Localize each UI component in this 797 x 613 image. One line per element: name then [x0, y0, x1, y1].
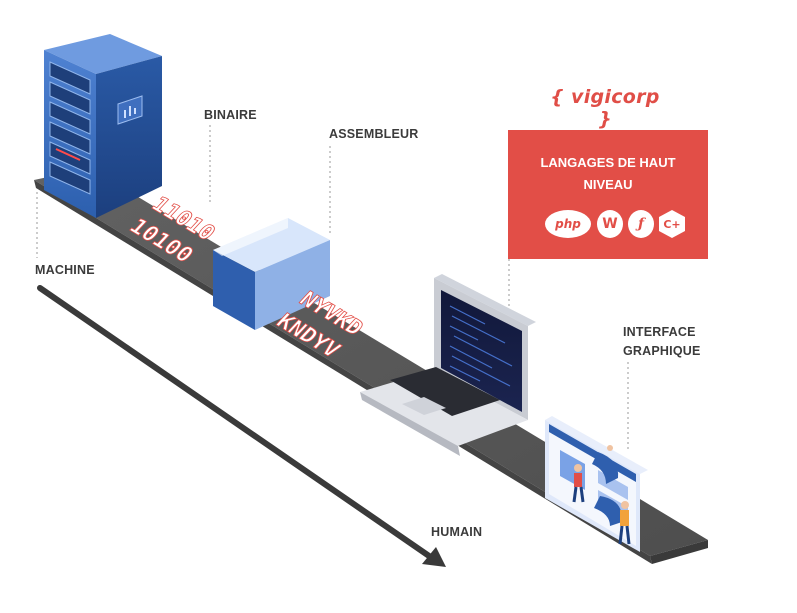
high-level-title-line-1: LANGAGES DE HAUT: [540, 155, 676, 170]
label-binaire: BINAIRE: [204, 108, 257, 122]
wordpress-logo-icon: W: [597, 210, 623, 238]
label-interface-line-2: GRAPHIQUE: [623, 344, 701, 358]
server-rack-icon: [44, 34, 162, 218]
assembler-box-icon: [213, 218, 330, 330]
laptop-icon: [360, 274, 536, 456]
conveyor-belt: [34, 168, 708, 564]
cpp-logo-icon: C+: [659, 210, 685, 238]
leader-lines: [36, 125, 629, 452]
label-machine: MACHINE: [35, 263, 95, 277]
label-assembleur: ASSEMBLEUR: [329, 127, 419, 141]
label-interface-graphique: INTERFACE GRAPHIQUE: [623, 323, 701, 361]
graphical-interface-icon: [545, 416, 648, 552]
label-interface-line-1: INTERFACE: [623, 325, 696, 339]
high-level-languages-title: LANGAGES DE HAUT NIVEAU: [508, 152, 708, 196]
machine-to-human-arrow: [37, 285, 446, 567]
high-level-title-line-2: NIVEAU: [583, 177, 633, 192]
php-logo-icon: php: [545, 210, 591, 238]
symfony-logo-icon: ƒ: [628, 210, 654, 238]
high-level-languages-box: LANGAGES DE HAUT NIVEAU php W ƒ C+: [508, 130, 708, 259]
label-humain: HUMAIN: [431, 525, 483, 539]
vigicorp-logo: { vigicorp }: [550, 86, 660, 130]
